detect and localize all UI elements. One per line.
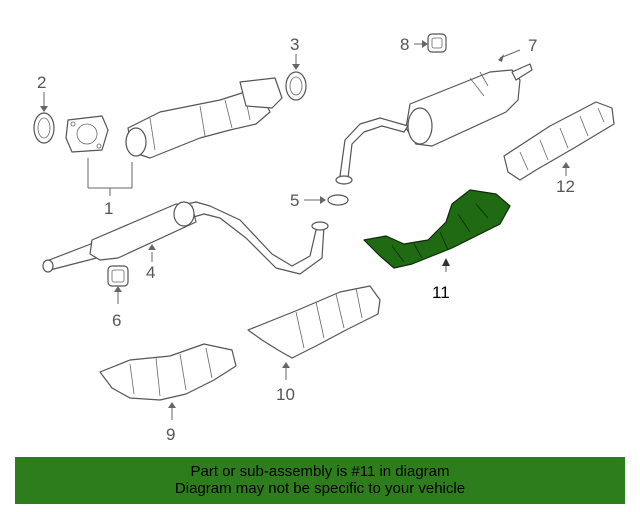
part-8-insulator: 8 bbox=[400, 33, 447, 54]
part-1-catalytic-converter: 1 bbox=[65, 77, 283, 218]
callout-1: 1 bbox=[104, 199, 113, 218]
callout-11: 11 bbox=[432, 283, 450, 302]
part-10-heat-shield: 10 bbox=[247, 285, 381, 404]
exhaust-parts-diagram: 2 1 3 8 bbox=[33, 33, 615, 444]
callout-7: 7 bbox=[528, 36, 537, 55]
callout-8: 8 bbox=[400, 35, 409, 54]
part-9-heat-shield: 9 bbox=[99, 343, 237, 444]
callout-3: 3 bbox=[290, 35, 299, 54]
callout-12: 12 bbox=[556, 177, 575, 196]
banner-line-1: Part or sub-assembly is #11 in diagram bbox=[190, 463, 450, 480]
callout-10: 10 bbox=[276, 385, 295, 404]
callout-2: 2 bbox=[37, 73, 46, 92]
part-info-banner: Part or sub-assembly is #11 in diagram D… bbox=[15, 457, 625, 504]
part-5-gasket: 5 bbox=[290, 191, 349, 210]
part-4-center-pipe: 4 bbox=[42, 201, 329, 282]
part-12-heat-shield: 12 bbox=[503, 101, 615, 196]
callout-9: 9 bbox=[166, 425, 175, 444]
part-7-muffler: 7 bbox=[335, 36, 537, 185]
part-2-gasket: 2 bbox=[33, 73, 55, 144]
banner-line-2: Diagram may not be specific to your vehi… bbox=[174, 480, 466, 497]
callout-4: 4 bbox=[146, 263, 155, 282]
callout-5: 5 bbox=[290, 191, 299, 210]
part-6-insulator: 6 bbox=[107, 265, 129, 330]
part-11-heat-shield: 11 bbox=[363, 189, 511, 302]
callout-6: 6 bbox=[112, 311, 121, 330]
part-3-gasket: 3 bbox=[285, 35, 307, 101]
